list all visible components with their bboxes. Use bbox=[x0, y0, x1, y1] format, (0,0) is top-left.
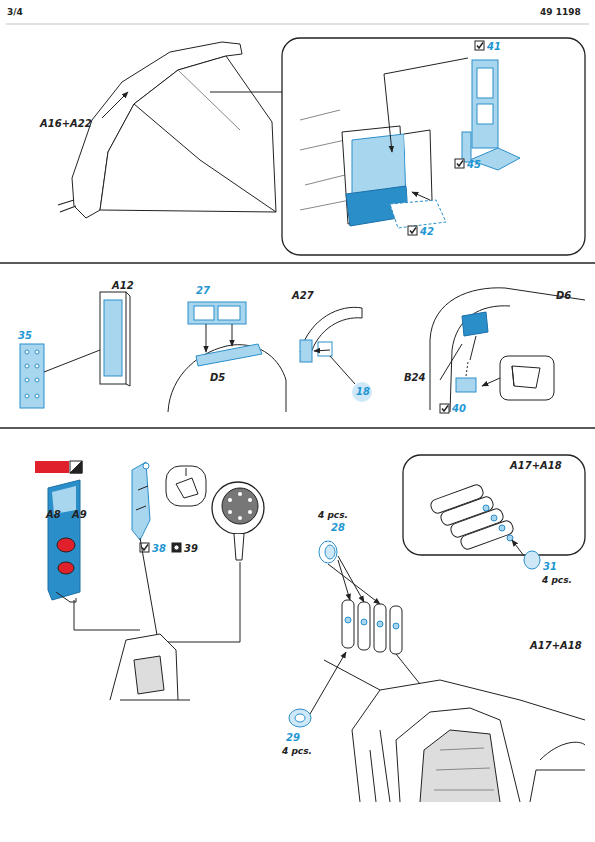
callout-number: 18 bbox=[356, 386, 370, 398]
quantity: 4 pcs. bbox=[282, 745, 312, 757]
part-name: D5 bbox=[210, 372, 225, 384]
part-name: A17+A18 bbox=[510, 460, 562, 472]
part-name: A8 bbox=[46, 509, 61, 521]
part-name: B24 bbox=[404, 372, 426, 384]
part-name: A12 bbox=[112, 280, 134, 292]
callout-number: 29 bbox=[286, 732, 300, 744]
callout-number: 39 bbox=[184, 543, 198, 555]
callout-number: 31 bbox=[543, 561, 557, 573]
part-name: A9 bbox=[72, 509, 87, 521]
callout-number: 27 bbox=[196, 285, 210, 297]
part-name: A17+A18 bbox=[530, 640, 582, 652]
callout-number: 38 bbox=[152, 543, 166, 555]
callout-number: 42 bbox=[420, 226, 434, 238]
part-name: A27 bbox=[292, 290, 314, 302]
callout-number: 28 bbox=[331, 522, 345, 534]
callout-number: 40 bbox=[452, 403, 466, 415]
callout-number: 35 bbox=[18, 330, 32, 342]
callout-number: 45 bbox=[467, 159, 481, 171]
quantity: 4 pcs. bbox=[542, 574, 572, 586]
part-name: D6 bbox=[556, 290, 571, 302]
page-number: 3/4 bbox=[7, 6, 23, 18]
quantity: 4 pcs. bbox=[318, 509, 348, 521]
callout-number: 41 bbox=[487, 41, 501, 53]
set-number: 49 1198 bbox=[540, 6, 581, 18]
part-name: A16+A22 bbox=[40, 118, 92, 130]
